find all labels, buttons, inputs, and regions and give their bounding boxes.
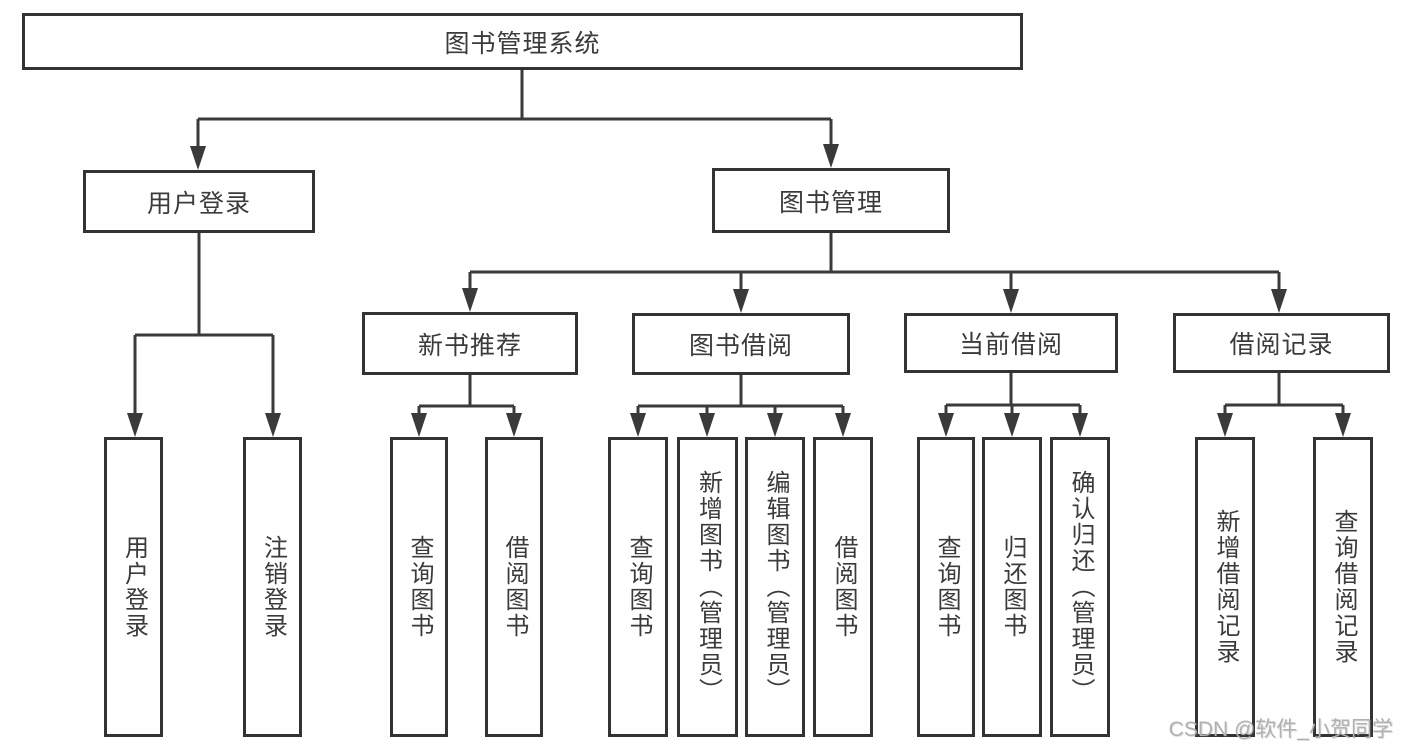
connector-paths — [133, 70, 1345, 418]
leaf-borrow-books: 借阅图书 — [813, 437, 873, 737]
node-book-management: 图书管理 — [712, 168, 950, 233]
leaf-logout: 注销登录 — [243, 437, 302, 737]
node-label: 图书管理 — [778, 188, 883, 217]
node-label: 查询图书 — [625, 535, 652, 639]
node-book-borrow: 图书借阅 — [632, 313, 850, 375]
node-label: 新增借阅记录 — [1212, 509, 1239, 665]
node-label: 确认归还（管理员） — [1067, 470, 1094, 704]
node-library-management-system: 图书管理系统 — [22, 13, 1023, 70]
leaf-query-books: 查询图书 — [390, 437, 448, 737]
leaf-query-books: 查询图书 — [608, 437, 668, 737]
arrowheads — [127, 144, 1351, 437]
leaf-add-borrow-record: 新增借阅记录 — [1195, 437, 1255, 737]
leaf-return-books: 归还图书 — [982, 437, 1042, 737]
leaf-borrow-books: 借阅图书 — [485, 437, 543, 737]
leaf-edit-books-admin: 编辑图书（管理员） — [745, 437, 805, 737]
leaf-query-borrow-record: 查询借阅记录 — [1313, 437, 1373, 737]
node-label: 查询图书 — [406, 535, 433, 639]
leaf-query-books: 查询图书 — [917, 437, 975, 737]
node-new-book-recommend: 新书推荐 — [362, 312, 578, 375]
node-label: 图书管理系统 — [444, 29, 601, 58]
node-borrow-records: 借阅记录 — [1173, 313, 1390, 373]
node-label: 新增图书（管理员） — [694, 470, 722, 704]
node-label: 查询图书 — [933, 535, 960, 639]
node-label: 用户登录 — [120, 535, 148, 639]
leaf-confirm-return-admin: 确认归还（管理员） — [1050, 437, 1110, 737]
node-label: 新书推荐 — [417, 331, 522, 360]
node-user-login: 用户登录 — [83, 170, 315, 233]
leaf-add-books-admin: 新增图书（管理员） — [677, 437, 738, 737]
csdn-watermark: CSDN @软件_小贺同学 — [1168, 718, 1393, 741]
node-label: 当前借阅 — [958, 331, 1063, 359]
node-label: 借阅记录 — [1229, 331, 1334, 359]
node-label: 借阅图书 — [830, 535, 857, 639]
node-label: 查询借阅记录 — [1330, 509, 1357, 665]
leaf-user-login: 用户登录 — [104, 437, 163, 737]
node-label: 注销登录 — [259, 535, 287, 639]
node-label: 借阅图书 — [501, 535, 528, 639]
node-label: 编辑图书（管理员） — [762, 470, 789, 704]
node-label: 归还图书 — [999, 535, 1026, 639]
node-label: 图书借阅 — [688, 332, 793, 360]
node-current-borrow: 当前借阅 — [904, 313, 1118, 373]
node-label: 用户登录 — [146, 189, 251, 218]
